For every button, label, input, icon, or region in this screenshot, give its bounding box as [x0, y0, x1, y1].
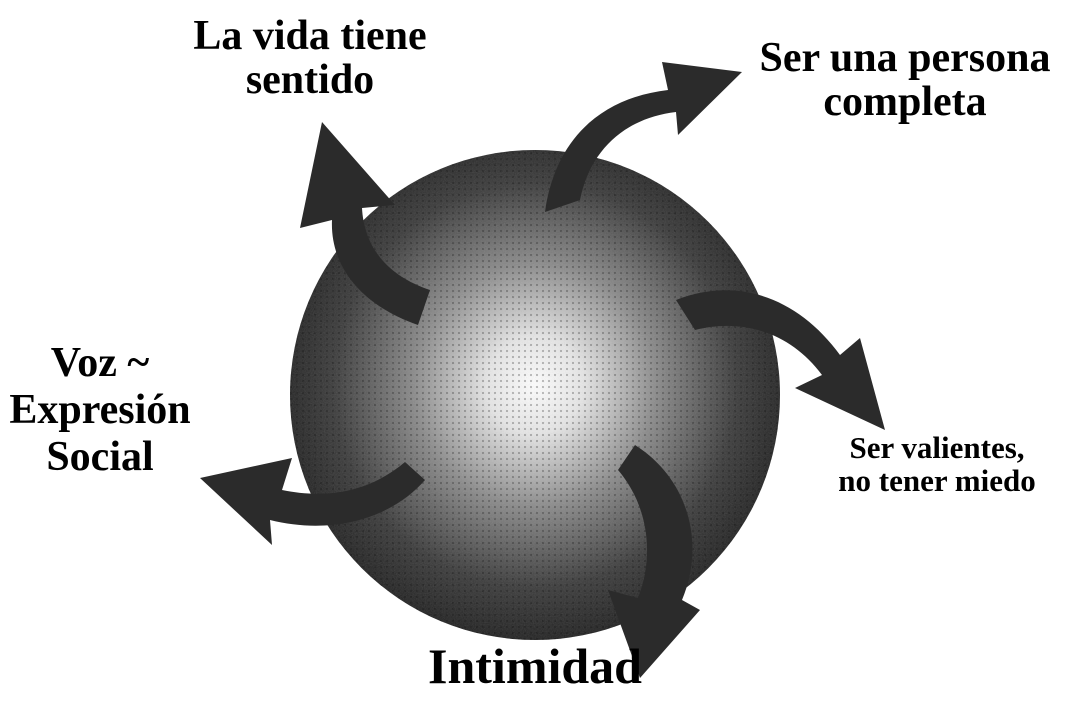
label-courage-line2: no tener miedo [838, 462, 1036, 498]
label-voice-line2: Expresión [9, 387, 191, 434]
label-life-meaning-line1: La vida tiene [193, 13, 427, 59]
label-intimacy: Intimidad [385, 640, 685, 693]
label-life-meaning: La vida tiene sentido [175, 14, 445, 102]
label-whole-person-line2: completa [823, 79, 987, 126]
label-intimacy-line1: Intimidad [428, 638, 642, 694]
label-life-meaning-line2: sentido [245, 57, 375, 104]
arrow-life-meaning [300, 122, 430, 325]
label-courage-line1: Ser valientes, [849, 430, 1025, 465]
arrow-intimacy [608, 445, 700, 678]
label-voice: Voz ~ Expresión Social [0, 340, 200, 481]
label-whole-person-line1: Ser una persona [759, 35, 1051, 81]
label-whole-person: Ser una persona completa [745, 36, 1065, 124]
label-voice-line1: Voz ~ [50, 340, 150, 386]
arrow-courage [676, 290, 885, 430]
label-voice-line3: Social [46, 434, 154, 481]
label-courage: Ser valientes, no tener miedo [808, 430, 1066, 498]
arrow-whole-person [545, 62, 742, 212]
arrow-voice [200, 458, 425, 545]
